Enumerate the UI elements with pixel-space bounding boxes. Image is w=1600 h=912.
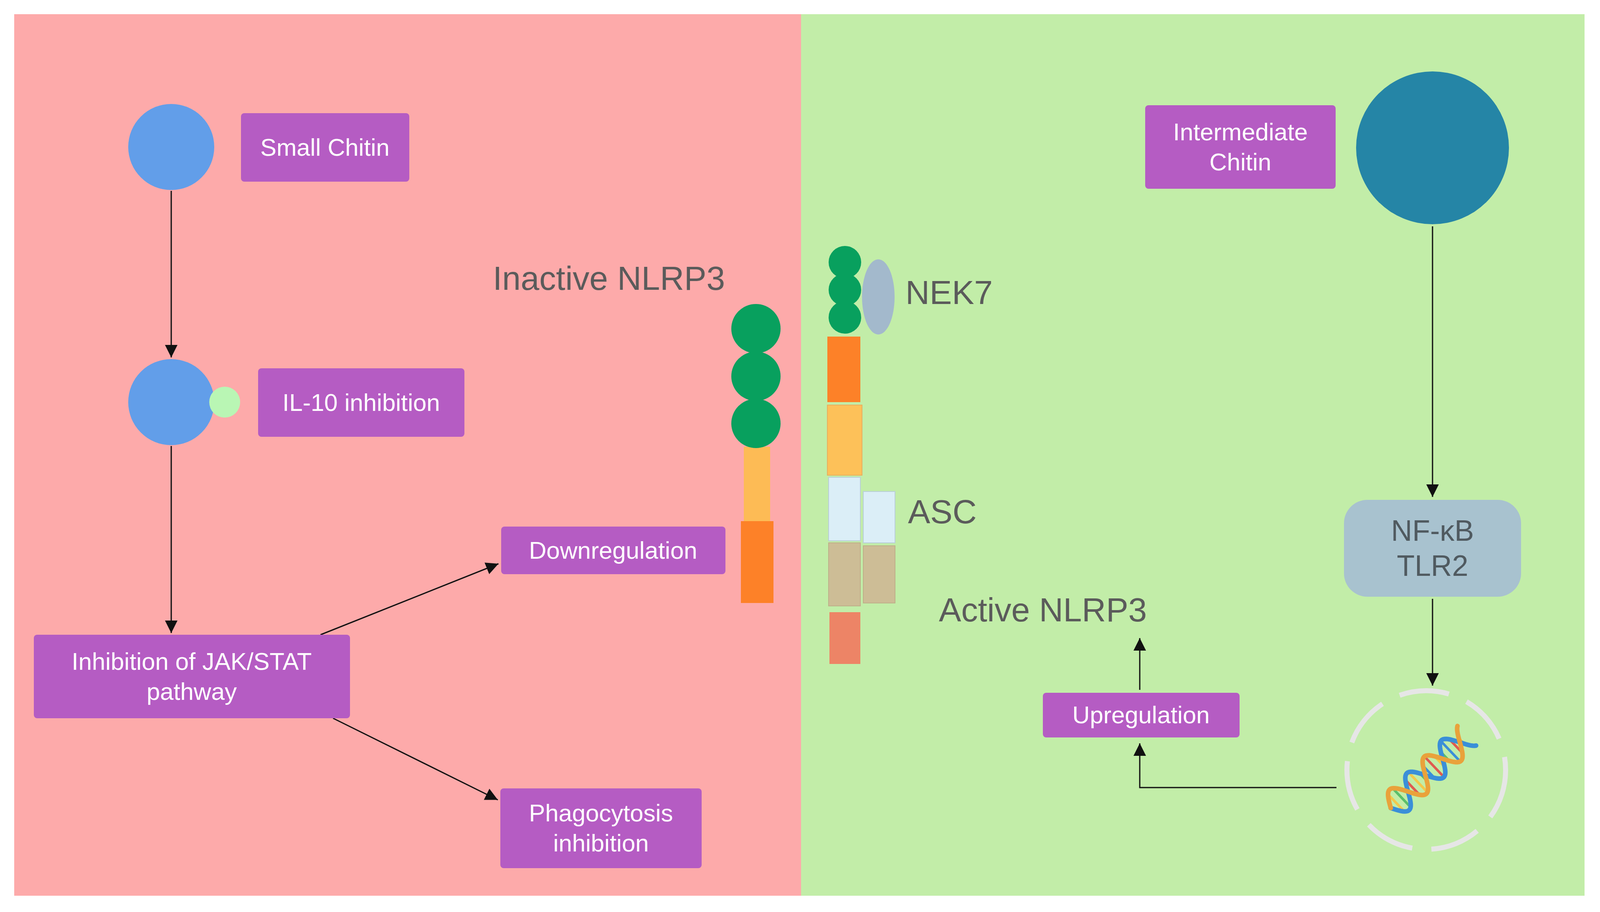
process-box: Downregulation bbox=[501, 526, 726, 575]
component-label: ASC bbox=[907, 493, 977, 531]
lrr-domain bbox=[828, 301, 862, 334]
right-panel bbox=[801, 14, 1585, 896]
arrow bbox=[1432, 226, 1434, 497]
box-text: Intermediate Chitin bbox=[1156, 116, 1325, 178]
process-box: IL-10 inhibition bbox=[258, 368, 465, 437]
dna-helix bbox=[1387, 726, 1476, 812]
box-text: Upregulation bbox=[1072, 699, 1210, 731]
chitin-circle bbox=[128, 359, 215, 446]
dna-strand bbox=[1387, 726, 1463, 809]
box-text: Inhibition of JAK/STAT pathway bbox=[44, 646, 340, 708]
connector-arrow bbox=[320, 563, 499, 635]
chitin-circle bbox=[128, 103, 215, 191]
nlrp3-domain bbox=[740, 521, 774, 604]
process-box: Intermediate Chitin bbox=[1145, 105, 1336, 189]
process-box: Upregulation bbox=[1042, 692, 1240, 738]
arrow bbox=[1432, 598, 1434, 686]
process-box: Small Chitin bbox=[240, 113, 410, 182]
connector-arrow bbox=[333, 718, 499, 801]
lrr-domain bbox=[731, 351, 781, 401]
asc-domain bbox=[828, 477, 861, 541]
nlrp3-domain bbox=[743, 446, 771, 523]
arrow bbox=[170, 446, 173, 634]
process-box: Phagocytosis inhibition bbox=[500, 788, 702, 869]
lrr-domain bbox=[731, 398, 781, 449]
chitin-circle bbox=[1356, 71, 1509, 225]
component-label: Active NLRP3 bbox=[938, 591, 1147, 629]
asc-domain bbox=[863, 545, 896, 604]
asc-domain bbox=[828, 542, 861, 607]
arrow bbox=[170, 190, 173, 358]
asc-domain bbox=[863, 491, 896, 543]
nlrp3-domain bbox=[827, 336, 861, 403]
process-box: Inhibition of JAK/STAT pathway bbox=[33, 634, 350, 719]
lrr-domain bbox=[731, 304, 781, 354]
box-text: NF-κB TLR2 bbox=[1354, 513, 1511, 584]
il10-dot bbox=[209, 386, 241, 418]
nlrp3-domain bbox=[827, 405, 863, 476]
signal-box: NF-κB TLR2 bbox=[1343, 499, 1522, 597]
nek7-shape bbox=[862, 259, 895, 335]
box-text: Small Chitin bbox=[260, 132, 390, 163]
arrow bbox=[1139, 743, 1337, 788]
box-text: Phagocytosis inhibition bbox=[511, 798, 691, 859]
box-text: IL-10 inhibition bbox=[282, 387, 440, 419]
component-label: Inactive NLRP3 bbox=[492, 260, 726, 297]
arrow bbox=[1139, 638, 1141, 690]
left-panel bbox=[14, 14, 802, 896]
box-text: Downregulation bbox=[528, 535, 698, 566]
caspase-domain bbox=[829, 612, 861, 665]
component-label: NEK7 bbox=[905, 274, 993, 312]
nucleus-outline bbox=[1346, 690, 1506, 850]
